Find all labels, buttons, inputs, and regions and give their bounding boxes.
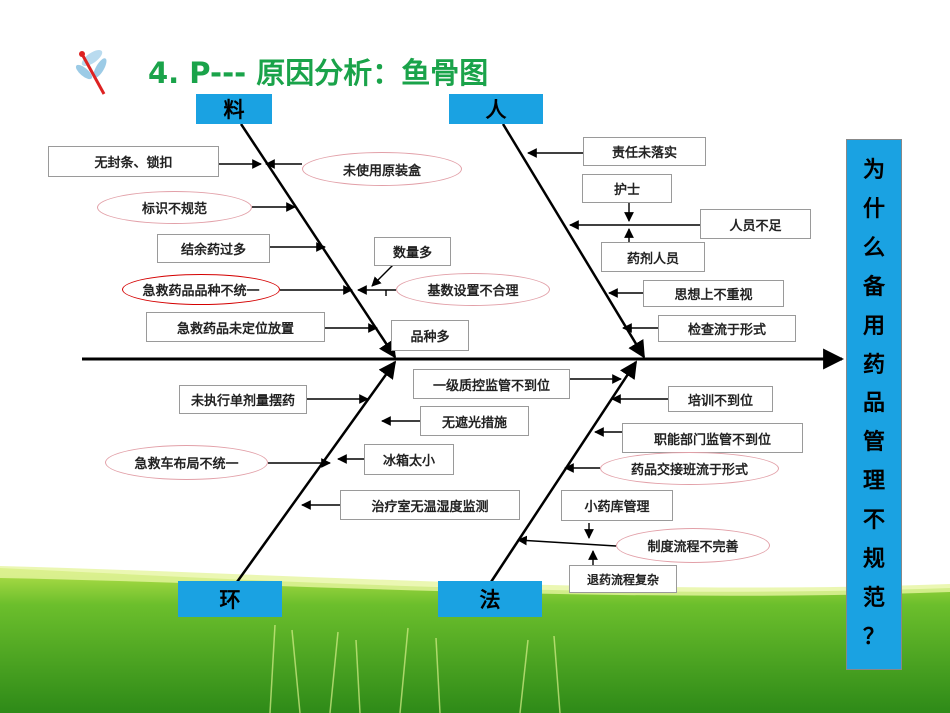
cause-not-valued: 思想上不重视 — [643, 280, 784, 307]
cause-process-incomplete: 制度流程不完善 — [616, 528, 770, 563]
effect-char: ？ — [862, 624, 885, 650]
effect-char: 不 — [862, 508, 885, 534]
cause-small-fridge: 冰箱太小 — [364, 444, 454, 475]
grass-blades — [269, 624, 561, 713]
cause-responsibility: 责任未落实 — [583, 137, 706, 166]
effect-char: 理 — [862, 469, 885, 495]
grass-highlight — [0, 566, 950, 596]
effect-char: 管 — [862, 430, 885, 456]
dragonfly-logo — [75, 49, 107, 95]
cause-no-original-box: 未使用原装盒 — [302, 152, 462, 186]
effect-char: 范 — [862, 585, 885, 611]
cause-training: 培训不到位 — [668, 386, 773, 412]
cause-excess-surplus: 结余药过多 — [157, 234, 270, 263]
cause-no-unit-dose: 未执行单剂量摆药 — [179, 385, 307, 414]
cause-base-setting-unreasonable: 基数设置不合理 — [396, 273, 550, 306]
effect-char: 么 — [862, 236, 885, 262]
cause-no-seal: 无封条、锁扣 — [48, 146, 219, 177]
bone-people — [501, 123, 646, 359]
effect-char: 备 — [862, 274, 885, 300]
cause-no-shading: 无遮光措施 — [420, 406, 529, 436]
cause-varieties-inconsistent: 急救药品品种不统一 — [122, 274, 280, 305]
category-people: 人 — [449, 94, 543, 124]
category-material: 料 — [196, 94, 272, 124]
effect-char: 药 — [862, 352, 885, 378]
category-environment: 环 — [178, 581, 282, 617]
effect-box: 为 什 么 备 用 药 品 管 理 不 规 范 ？ — [846, 139, 902, 670]
effect-char: 用 — [862, 313, 885, 339]
effect-char: 规 — [862, 546, 885, 572]
cause-pharmacy-staff: 药剂人员 — [601, 242, 705, 272]
cause-many-varieties: 品种多 — [391, 320, 469, 351]
cause-small-store: 小药库管理 — [561, 490, 673, 521]
cause-check-formality: 检查流于形式 — [658, 315, 796, 342]
cause-cart-layout: 急救车布局不统一 — [105, 445, 268, 480]
effect-char: 品 — [862, 391, 885, 417]
cause-not-fixed-position: 急救药品未定位放置 — [146, 312, 325, 342]
cause-understaffed: 人员不足 — [700, 209, 811, 239]
effect-char: 为 — [862, 158, 885, 184]
effect-char: 什 — [862, 197, 885, 223]
category-method: 法 — [438, 581, 542, 617]
cause-qc-supervision: 一级质控监管不到位 — [413, 369, 570, 399]
cause-nurse: 护士 — [582, 174, 672, 203]
cause-department-supervision: 职能部门监管不到位 — [622, 423, 803, 453]
cause-no-humidity-monitor: 治疗室无温湿度监测 — [340, 490, 520, 520]
cause-return-process: 退药流程复杂 — [569, 565, 677, 593]
page-title: 4. P--- 原因分析：鱼骨图 — [148, 56, 489, 90]
cause-large-quantity: 数量多 — [374, 237, 451, 266]
cause-label-nonstandard: 标识不规范 — [97, 191, 252, 224]
cause-handover-formality: 药品交接班流于形式 — [600, 452, 779, 485]
